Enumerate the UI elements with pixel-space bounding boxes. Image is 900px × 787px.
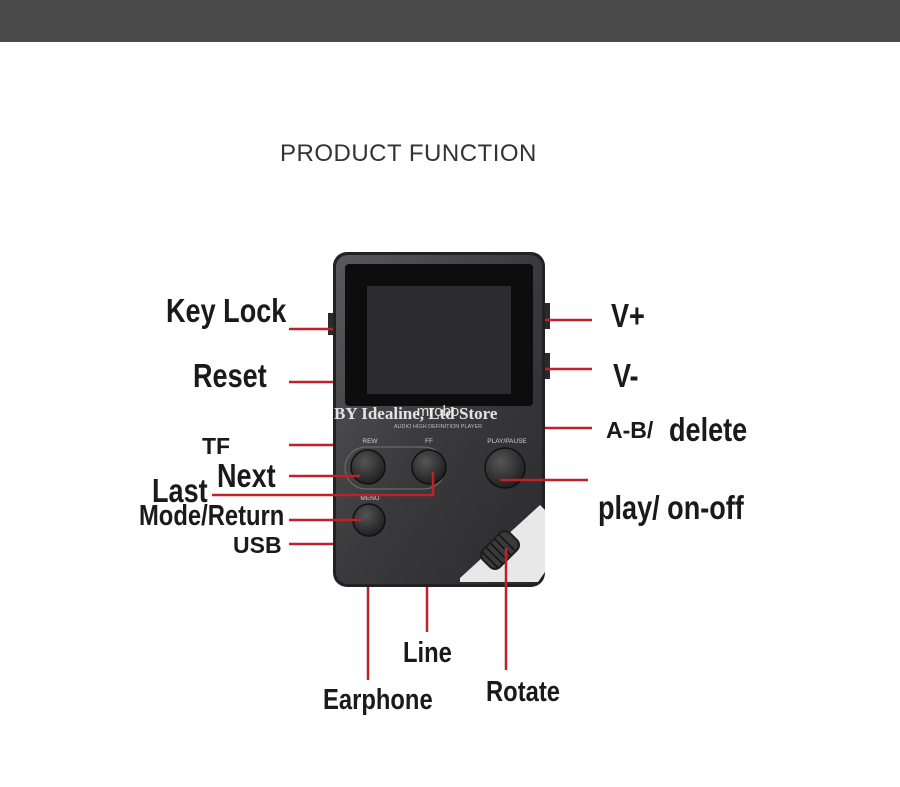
screen: [367, 286, 511, 394]
label-line: Line: [403, 637, 452, 669]
play-pause-label: PLAY/PAUSE: [487, 438, 527, 445]
volume-down-button: [544, 353, 550, 379]
label-delete: delete: [669, 411, 748, 448]
label-usb: USB: [233, 532, 282, 558]
label-mode-return: Mode/Return: [139, 500, 285, 532]
top-bar: [0, 0, 900, 42]
rotate-wheel: [479, 529, 521, 571]
brand-subtitle: AUDIO HIGH DEFINITION PLAYER: [394, 424, 482, 430]
label-ab: A-B/: [606, 417, 654, 443]
page-title: PRODUCT FUNCTION: [280, 140, 537, 167]
watermark: BY Idealine, Ltd Store: [334, 404, 498, 423]
label-last: Last: [152, 472, 208, 509]
ff-label: FF: [425, 438, 433, 445]
rew-label: REW: [362, 438, 378, 445]
label-play-onoff: play/ on-off: [598, 489, 744, 526]
volume-up-button: [544, 303, 550, 329]
leader-lines: [212, 318, 592, 680]
label-next: Next: [217, 457, 276, 494]
leader-last: [212, 472, 435, 497]
key-lock-switch: [328, 313, 334, 335]
label-key-lock: Key Lock: [166, 292, 287, 329]
label-v-minus: V-: [613, 357, 639, 394]
play-pause-button: [484, 447, 526, 489]
label-earphone: Earphone: [323, 684, 433, 716]
menu-label: MENU: [360, 495, 379, 502]
label-rotate: Rotate: [486, 676, 560, 708]
label-reset: Reset: [193, 357, 267, 394]
rew-button: [350, 449, 386, 485]
ff-button: [411, 449, 447, 485]
label-tf: TF: [202, 433, 231, 459]
label-v-plus: V+: [611, 297, 645, 334]
brand-logo: mrobo: [417, 403, 460, 420]
